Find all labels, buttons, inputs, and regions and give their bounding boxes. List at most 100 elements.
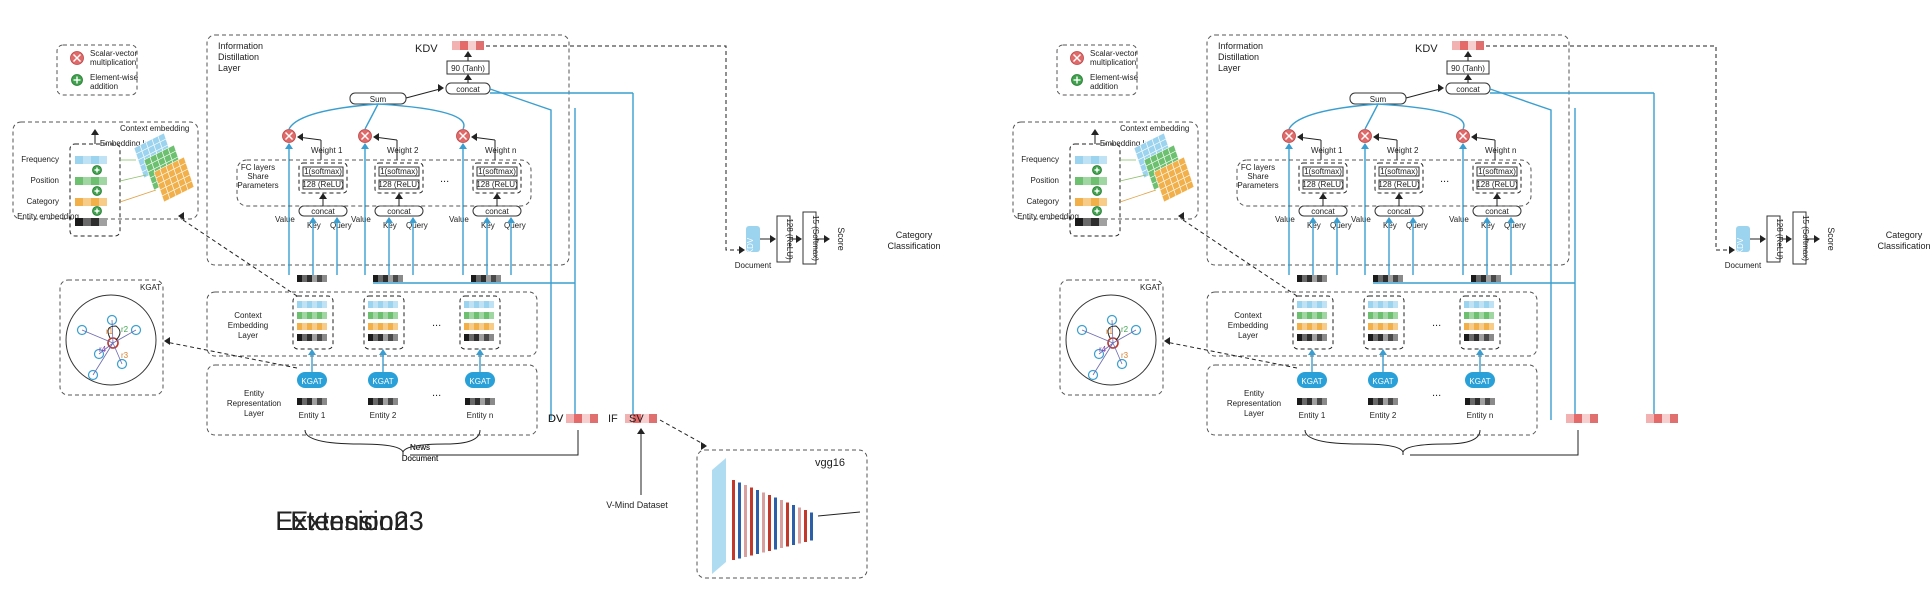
kgat-node-label: KGAT: [1372, 377, 1393, 386]
arrow-head: [507, 217, 515, 223]
vector-cell: [489, 334, 494, 341]
arrow-head: [701, 442, 707, 450]
entity-layer-box: [206, 364, 538, 436]
query-label: Query: [406, 221, 428, 230]
vector-cell: [1322, 323, 1327, 330]
score-label: Score: [836, 227, 846, 251]
vector-cell: [1393, 301, 1398, 308]
vector-cell: [373, 334, 378, 341]
vector-cell: [297, 334, 302, 341]
dv-vector: [1566, 414, 1598, 423]
arrow-head: [373, 133, 379, 141]
vector-cell: [1479, 334, 1484, 341]
element-add-icon: [1092, 206, 1102, 216]
entity-input-vector: [1465, 398, 1495, 405]
vector-cell: [1469, 323, 1474, 330]
vgg-conv-layer: [810, 512, 813, 541]
query-label: Query: [1406, 221, 1428, 230]
vector-cell: [1075, 218, 1083, 226]
multiply-stroke: [1361, 132, 1369, 140]
vector-cell: [1670, 414, 1678, 423]
multiply-stroke: [1459, 132, 1467, 140]
vector-cell: [1312, 301, 1317, 308]
scalar-multiply-legend-icon: [70, 51, 84, 65]
multiply-stroke: [361, 132, 369, 140]
vector-cell: [1373, 312, 1378, 319]
sum-to-concat: [405, 88, 441, 99]
kgat-box-title: KGAT: [140, 283, 161, 292]
relu-label: 128 (ReLU): [1378, 180, 1420, 189]
attention-column: Weight 11(softmax)128 (ReLU)concatValueK…: [1275, 103, 1379, 282]
element-add-icon: [92, 165, 102, 175]
vgg16-label: vgg16: [815, 457, 845, 469]
vector-cell: [474, 312, 479, 319]
vector-cell: [1464, 312, 1469, 319]
vector-cell: [484, 312, 489, 319]
relu-label: 128 (ReLU): [476, 180, 518, 189]
vector-cell: [464, 334, 469, 341]
graph-edge: [112, 342, 123, 365]
vector-cell: [474, 323, 479, 330]
tanh-dense-label: 90 (Tanh): [1451, 64, 1485, 73]
attention-column: Weight 21(softmax)128 (ReLU)concatValueK…: [1351, 103, 1428, 282]
arrow-head: [739, 246, 745, 254]
value-label: Value: [449, 215, 469, 224]
vgg-conv-layer: [774, 497, 777, 550]
vector-cell: [312, 398, 317, 405]
vector-cell: [398, 275, 403, 282]
document-head-label: Document: [1725, 261, 1762, 270]
vector-cell: [1393, 398, 1398, 405]
vector-cell: [470, 398, 475, 405]
vector-cell: [312, 312, 317, 319]
category-cells: [1075, 198, 1107, 206]
entity-input-vector: [297, 398, 327, 405]
context-layer-box: [206, 291, 538, 357]
vector-cell: [1484, 323, 1489, 330]
column-output-vector: [373, 275, 403, 282]
vector-cell: [1388, 398, 1393, 405]
context-cell-stack: [459, 295, 501, 350]
category-row: [1368, 323, 1398, 330]
vector-cell: [368, 398, 373, 405]
scalar-multiply-icon: [358, 129, 372, 143]
graph-edge: [92, 342, 114, 376]
vector-cell: [1368, 323, 1373, 330]
arrow-head: [1729, 246, 1735, 254]
vector-cell: [1476, 275, 1481, 282]
context-cell-stack: [363, 295, 405, 350]
vector-cell: [486, 275, 491, 282]
entity-label: Entity 1: [1299, 411, 1326, 420]
vector-cell: [91, 177, 99, 185]
embedding-lookup-label: Embedding lookup: [1100, 139, 1167, 148]
mult-to-sum-line: [364, 103, 379, 130]
vector-cell: [1378, 301, 1383, 308]
vector-cell: [1322, 312, 1327, 319]
vector-cell: [479, 301, 484, 308]
vector-cell: [1083, 177, 1091, 185]
arrow-head: [438, 84, 444, 92]
head-dense2-label: 15 (Softmax): [811, 215, 820, 261]
entity-input-vector: [465, 398, 495, 405]
relu-label: 128 (ReLU): [378, 180, 420, 189]
sum-label: Sum: [370, 95, 387, 104]
vector-cell: [1393, 275, 1398, 282]
vector-cell: [1464, 301, 1469, 308]
vector-cell: [1479, 323, 1484, 330]
context-row-label: Frequency: [1021, 155, 1059, 164]
context-embedding-title: Context embedding: [1120, 124, 1189, 133]
vector-cell: [383, 334, 388, 341]
frequency-row: [297, 301, 327, 308]
arrow-head: [459, 143, 467, 149]
vector-cell: [1465, 398, 1470, 405]
vector-cell: [1302, 301, 1307, 308]
multiply-stroke: [459, 132, 467, 140]
vector-cell: [1383, 301, 1388, 308]
graph-edge: [1081, 329, 1114, 344]
vgg-conv-layer: [804, 510, 807, 542]
frequency-row: [1297, 301, 1327, 308]
context-stack-box: [1069, 143, 1121, 237]
arrow-head: [1308, 349, 1316, 355]
